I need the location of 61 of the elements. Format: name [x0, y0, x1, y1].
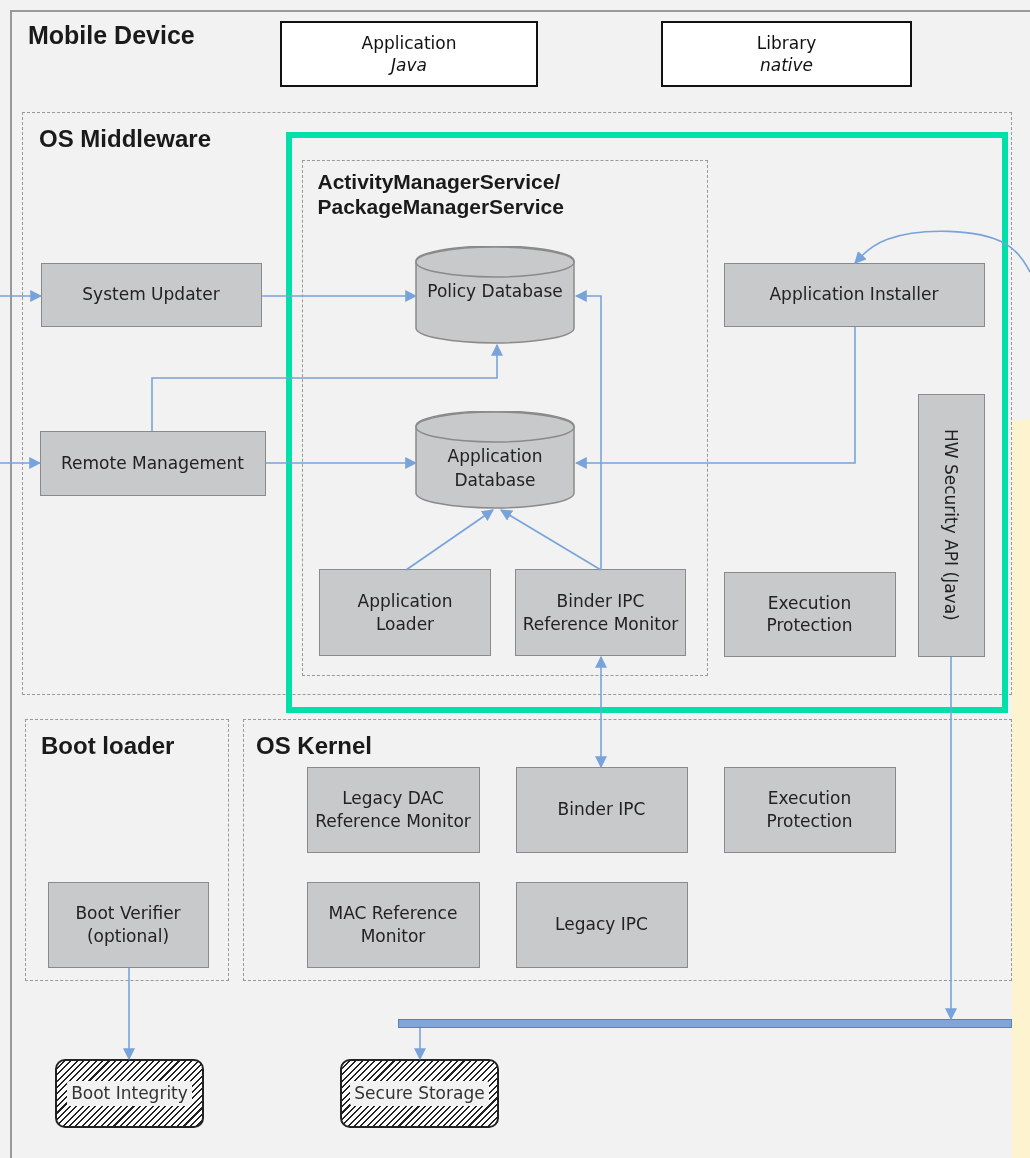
box-label: Execution Protection — [765, 591, 854, 637]
component-box — [306, 881, 480, 968]
arrow — [265, 457, 418, 469]
component-box — [319, 569, 491, 656]
layer-box — [661, 21, 912, 87]
component-box — [306, 766, 480, 853]
box-label: System Updater — [82, 283, 220, 306]
box-label: MAC Reference Monitor — [327, 902, 459, 947]
box-label: Boot Integrity — [67, 1081, 192, 1106]
group-title: Mobile Device — [28, 20, 195, 50]
component-box — [723, 571, 896, 657]
box-label: Application — [361, 31, 457, 54]
arrow — [945, 656, 957, 1021]
arrow — [595, 655, 607, 769]
box-label: Library — [756, 31, 817, 54]
box-label: Secure Storage — [350, 1081, 489, 1106]
component-box — [515, 766, 688, 853]
box-label: Boot Verifier (optional) — [74, 902, 182, 947]
arrow — [151, 343, 503, 432]
component-box — [917, 393, 985, 657]
group-title: Boot loader — [41, 732, 175, 761]
dashed-group-frame — [22, 112, 1012, 695]
box-label: Application Loader — [356, 590, 454, 635]
group-title: OS Middleware — [39, 125, 212, 154]
component-box — [723, 262, 985, 327]
layer-box — [280, 21, 538, 87]
database-label: Application Database — [446, 445, 544, 492]
hatched-box — [55, 1059, 204, 1128]
arrow — [261, 290, 418, 302]
box-label: Legacy IPC — [555, 913, 648, 936]
arrow — [854, 230, 1030, 273]
component-box — [40, 262, 262, 327]
component-box — [47, 881, 209, 968]
dashed-group-frame — [25, 719, 229, 981]
arrow — [405, 509, 494, 571]
box-sublabel: native — [759, 54, 814, 77]
box-label: Binder IPC Reference Monitor — [522, 590, 679, 635]
box-label: Execution Protection — [765, 787, 854, 832]
arrow — [499, 509, 602, 571]
arrow — [414, 1027, 426, 1061]
arrow — [574, 326, 856, 469]
box-label: Legacy DAC Reference Monitor — [314, 787, 472, 832]
component-box — [39, 430, 266, 496]
component-box — [515, 881, 688, 968]
box-label: Binder IPC — [557, 798, 646, 821]
database-label: Policy Database — [426, 280, 564, 303]
component-box — [723, 766, 896, 853]
group-title: ActivityManagerService/ PackageManagerService — [317, 168, 565, 219]
arrow — [0, 290, 43, 302]
component-box — [515, 569, 686, 656]
group-title: OS Kernel — [256, 732, 373, 761]
arrow — [0, 457, 42, 469]
arrow — [123, 967, 135, 1061]
dashed-group-frame — [301, 159, 708, 676]
arrow — [574, 290, 602, 571]
box-label: Application Installer — [769, 283, 939, 306]
box-label: Remote Management — [61, 451, 244, 475]
box-label: HW Security API (Java) — [940, 429, 963, 621]
hatched-box — [340, 1059, 499, 1128]
device-frame — [10, 10, 1030, 1158]
dashed-group-frame — [243, 719, 1012, 981]
